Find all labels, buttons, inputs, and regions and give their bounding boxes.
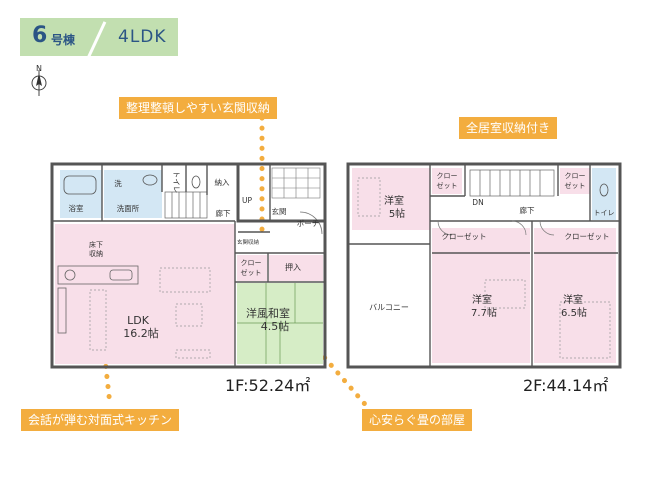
compass-label: N: [36, 64, 42, 73]
label-underfloor-1: 床下: [89, 240, 103, 249]
label-ldk-size: 16.2帖: [123, 327, 159, 340]
label-closet-1f-2: ゼット: [241, 268, 262, 277]
label-ldk: LDK: [127, 314, 150, 327]
label-toilet-2f: トイレ: [594, 209, 615, 217]
bedroom2: [432, 228, 530, 363]
closet-b: [560, 168, 590, 194]
label-entrance: 玄関: [272, 206, 287, 216]
label-hall-2f: 廊下: [520, 205, 535, 215]
floor2-labels: 洋室 5帖 クロー ゼット DN 廊下 クロー ゼット トイレ バルコニー クロ…: [369, 172, 614, 319]
north-compass-icon: N: [31, 64, 47, 96]
callout-all-rooms-storage: 全居室収納付き: [459, 117, 558, 139]
building-number: 6: [32, 23, 48, 48]
label-washitsu-size: 4.5帖: [261, 320, 290, 333]
ldk-room-upper: [140, 224, 235, 254]
floor1-inner-walls: [52, 164, 325, 367]
stove-icon: [64, 269, 76, 281]
closet-a: [432, 168, 462, 194]
cupboard: [57, 287, 67, 334]
floor2-area: 2F:44.14㎡: [523, 376, 609, 395]
bedroom3: [534, 228, 616, 363]
title-badge: 6 号棟 4LDK: [20, 18, 178, 59]
label-bedroom2-size: 7.7帖: [471, 306, 497, 319]
label-closet-a-2: ゼット: [437, 181, 458, 190]
label-porch: ポーチ: [297, 219, 320, 228]
floor2-inner-walls: [348, 164, 620, 367]
label-bedroom2: 洋室: [472, 293, 492, 306]
label-toilet-1f: トイレ: [172, 171, 181, 194]
stairs-2f: [469, 169, 555, 197]
label-bedroom1: 洋室: [384, 194, 404, 207]
sofa: [159, 267, 211, 293]
label-closet-b-2: ゼット: [565, 181, 586, 190]
callout-entrance-storage: 整理整頓しやすい玄関収納: [119, 97, 277, 119]
stairs-1f: [164, 191, 208, 219]
label-washroom: 洗面所: [117, 203, 140, 213]
floor1-outer-walls: [50, 162, 327, 369]
label-entrance-storage: 玄関収納: [237, 238, 260, 246]
toilet-2f: [592, 168, 616, 220]
label-underfloor-2: 収納: [89, 249, 103, 258]
label-closet-c: クローゼット: [442, 231, 487, 241]
leader-tatami: [315, 347, 373, 413]
sink-icon: [109, 269, 133, 281]
label-washitsu: 洋風和室: [246, 306, 290, 320]
washbasin-icon: [142, 174, 158, 186]
label-balcony: バルコニー: [369, 303, 409, 312]
oshiire: [269, 255, 323, 281]
entrance-tiles: [271, 167, 321, 199]
kitchen-counter: [57, 265, 139, 285]
dining-table: [89, 289, 107, 351]
tatami-pattern: [237, 283, 323, 364]
callout-tatami: 心安らぐ畳の部屋: [362, 409, 473, 431]
floor1-area: 1F:52.24㎡: [225, 376, 311, 395]
floor2-door-arcs: [437, 220, 555, 236]
label-pantry: 納入: [215, 177, 230, 187]
label-oshiire: 押入: [285, 262, 301, 272]
floor1-plan: [50, 162, 327, 369]
label-hall-1f: 廊下: [216, 208, 231, 218]
washroom: [104, 170, 162, 218]
plan-type: 4LDK: [118, 27, 167, 47]
label-bedroom3: 洋室: [563, 293, 583, 306]
tv-stand: [175, 349, 211, 359]
toilet-icon-1f: [191, 175, 201, 189]
label-bath: 浴室: [69, 203, 84, 213]
beds: [357, 177, 611, 359]
toilet-icon-2f: [599, 183, 609, 197]
label-closet-a-1: クロー: [437, 172, 458, 180]
floor2-plan: [346, 162, 622, 369]
callout-kitchen: 会話が弾む対面式キッチン: [21, 409, 180, 431]
label-stairs-up: UP: [242, 196, 252, 205]
label-bedroom1-size: 5帖: [389, 207, 405, 220]
porch-door-arc: [299, 211, 323, 235]
closet-1f: [237, 255, 267, 281]
label-closet-b-1: クロー: [565, 172, 586, 180]
floor2-outer-walls: [346, 162, 622, 369]
low-table: [175, 303, 203, 327]
floor1-labels: 浴室 洗 洗面所 トイレ 納入 UP 廊下 玄関 ポーチ 玄関収納 床下 収納 …: [69, 171, 320, 340]
building-suffix: 号棟: [51, 33, 76, 47]
bedroom1: [352, 168, 430, 230]
label-laundry: 洗: [114, 178, 122, 188]
label-closet-d: クローゼット: [565, 231, 610, 241]
label-stairs-dn: DN: [472, 198, 483, 207]
label-closet-1f-1: クロー: [241, 259, 262, 267]
label-bedroom3-size: 6.5帖: [561, 306, 587, 319]
bathtub-icon: [63, 175, 97, 195]
